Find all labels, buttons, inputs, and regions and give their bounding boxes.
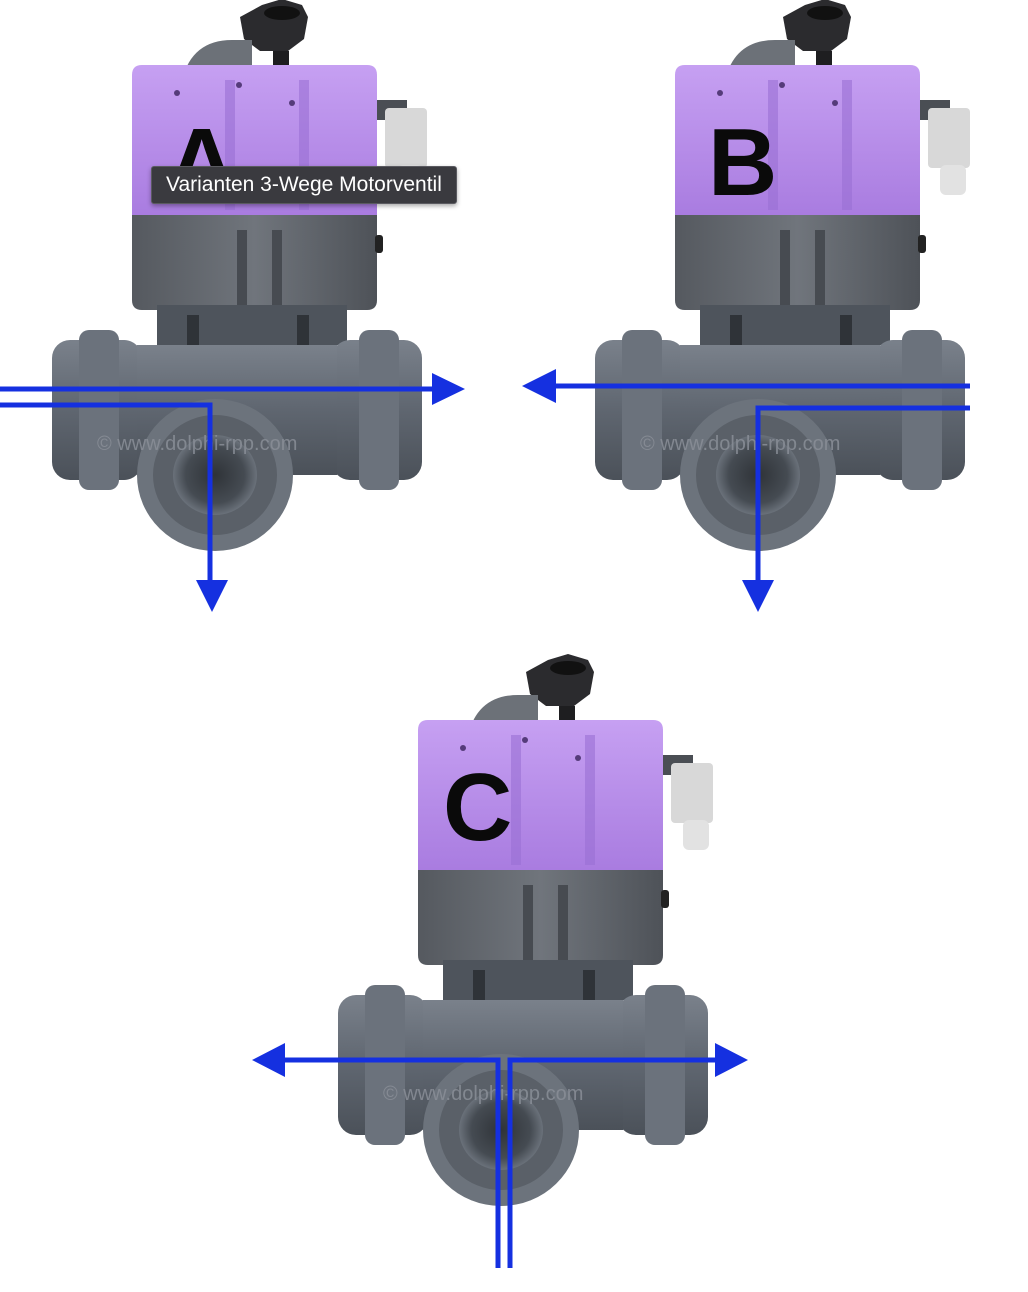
valve-c-letter: C (443, 754, 512, 861)
valve-b-letter: B (708, 109, 777, 216)
valve-a-watermark: © www.dolphi-rpp.com (97, 433, 297, 455)
flow-arrow-icon (252, 1043, 285, 1077)
flow-arrow-icon (715, 1043, 748, 1077)
flow-arrow-icon (522, 369, 556, 403)
flow-arrows-b (548, 383, 970, 585)
flow-arrow-icon (742, 580, 774, 612)
flow-arrows-c (280, 1057, 722, 1268)
valve-c-watermark: © www.dolphi-rpp.com (383, 1083, 583, 1105)
valve-b: B © www.dolphi-rpp.com (595, 0, 970, 551)
flow-arrow-icon (196, 580, 228, 612)
valve-c: C © www.dolphi-rpp.com (338, 654, 713, 1206)
tooltip: Varianten 3-Wege Motorventil (151, 166, 457, 204)
flow-arrow-icon (432, 373, 465, 405)
valve-a: A © www.dolphi-rpp.com (52, 0, 427, 551)
flow-arrows-a (0, 386, 440, 585)
valve-b-watermark: © www.dolphi-rpp.com (640, 433, 840, 455)
